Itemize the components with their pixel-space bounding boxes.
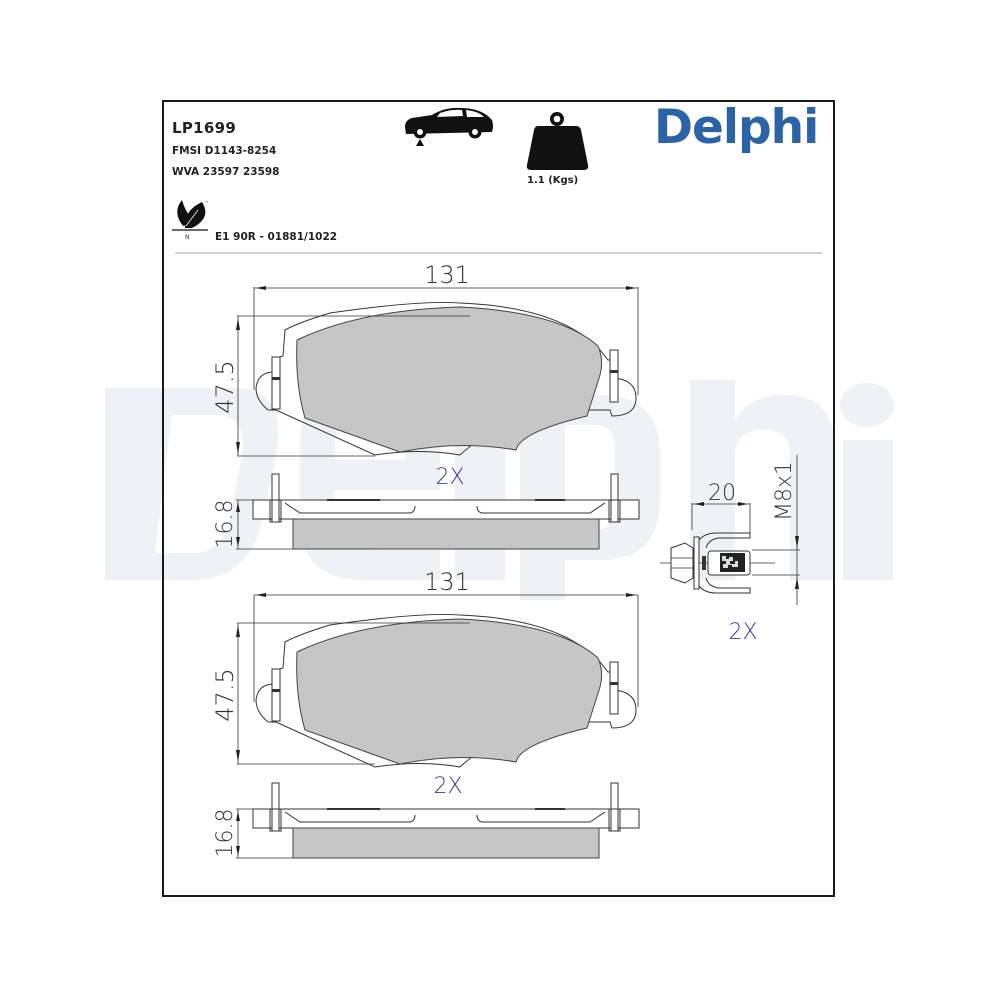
sensor-length-dim: 20 [708, 481, 736, 506]
car-on-lift-icon [405, 107, 493, 146]
ece-approval: E1 90R - 01881/1022 [215, 231, 338, 243]
brand-logo: Delphi [654, 100, 819, 155]
weight-label: 1.1 (Kgs) [527, 175, 579, 186]
pad-top-front-view [236, 286, 639, 457]
pad-top-thickness-dim: 16.8 [213, 500, 238, 549]
sensor-quantity: 2X [728, 620, 757, 645]
pad-top-quantity-front: 2X [435, 465, 464, 490]
pad-top-side-view [236, 473, 640, 550]
sensor-thread-dim: M8x1 [772, 461, 797, 521]
pad-bottom-front-view [236, 593, 639, 768]
wva-code: WVA 23597 23598 [172, 166, 280, 178]
pad-bottom-side-view [236, 782, 640, 859]
pad-bottom-width-dim: 131 [424, 568, 470, 596]
eco-leaf-icon: N ™ [172, 200, 209, 241]
part-number: LP1699 [172, 119, 237, 137]
svg-text:™: ™ [205, 200, 209, 205]
pad-bottom-thickness-dim: 16.8 [213, 809, 238, 858]
weight-icon [526, 112, 589, 170]
svg-text:N: N [185, 234, 190, 241]
pad-top-width-dim: 131 [424, 261, 470, 289]
pad-bottom-height-dim: 47.5 [211, 668, 239, 721]
wear-sensor-drawing [660, 455, 800, 605]
fmsi-code: FMSI D1143-8254 [172, 145, 277, 157]
header-divider [175, 252, 822, 254]
drawing-frame [162, 100, 835, 897]
pad-bottom-quantity-front: 2X [433, 774, 462, 799]
pad-top-height-dim: 47.5 [211, 360, 239, 413]
